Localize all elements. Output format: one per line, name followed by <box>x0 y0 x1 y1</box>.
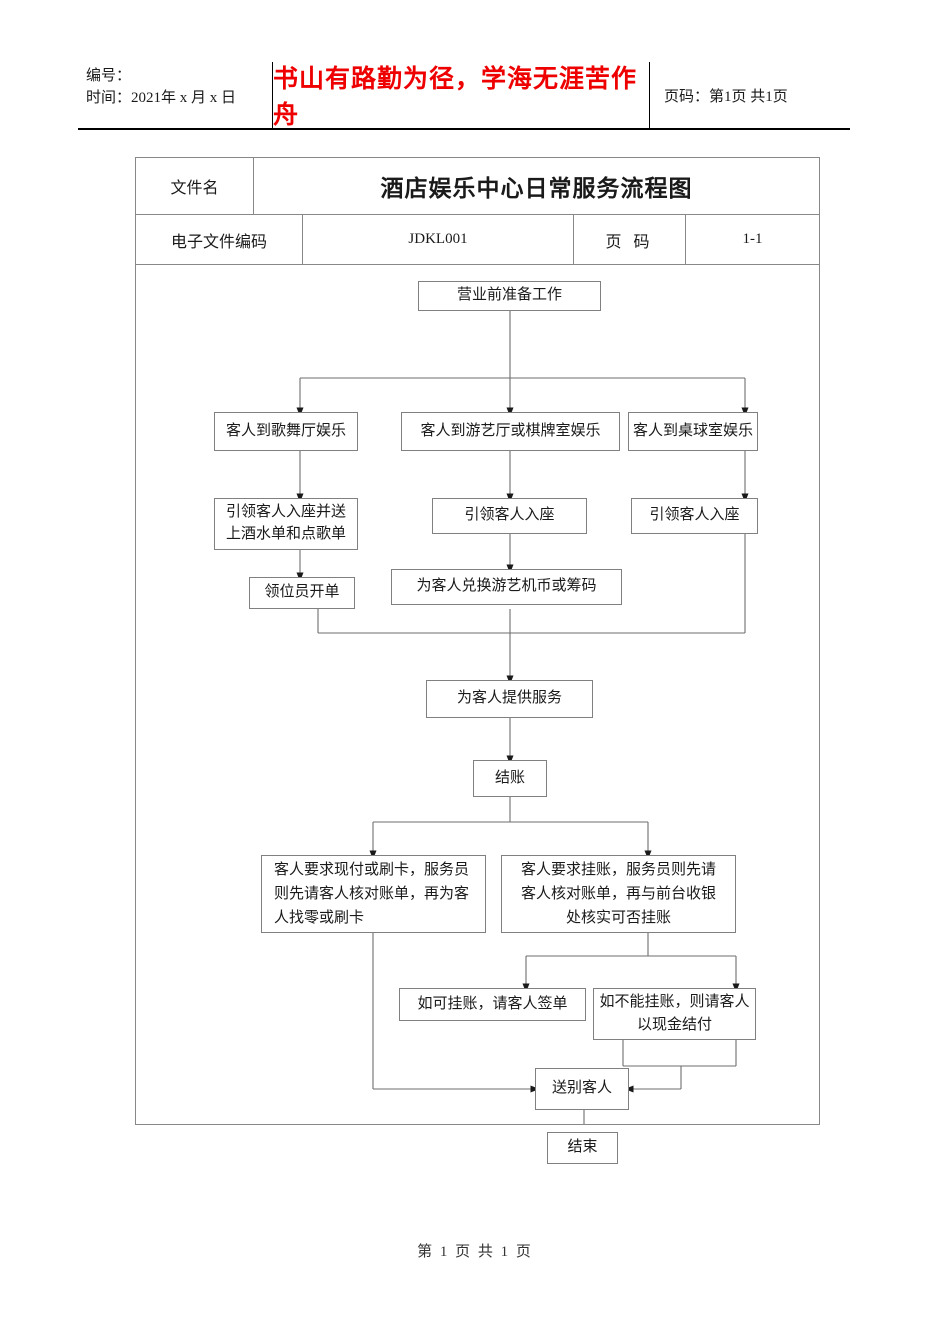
node-order-left[interactable]: 领位员开单 <box>249 577 355 609</box>
header-motto: 书山有路勤为径，学海无涯苦作舟 <box>273 62 650 129</box>
node-pay-credit[interactable]: 客人要求挂账，服务员则先请客人核对账单，再与前台收银处核实可否挂账 <box>501 855 736 933</box>
node-credit-no[interactable]: 如不能挂账，则请客人以现金结付 <box>593 988 756 1040</box>
page-header: 编号： 时间：2021年 x 月 x 日 书山有路勤为径，学海无涯苦作舟 页码：… <box>78 62 850 130</box>
code-label: 电子文件编码 <box>136 215 303 264</box>
header-time-label: 时间：2021年 x 月 x 日 <box>86 89 237 106</box>
node-start[interactable]: 营业前准备工作 <box>418 281 601 311</box>
node-branch-right[interactable]: 客人到桌球室娱乐 <box>628 412 758 451</box>
flowchart-connectors <box>296 311 749 1124</box>
node-farewell[interactable]: 送别客人 <box>535 1068 629 1110</box>
node-pay-cash[interactable]: 客人要求现付或刷卡，服务员则先请客人核对账单，再为客人找零或刷卡 <box>261 855 486 933</box>
node-seat-left[interactable]: 引领客人入座并送上酒水单和点歌单 <box>214 498 358 550</box>
node-checkout[interactable]: 结账 <box>473 760 547 797</box>
node-credit-ok[interactable]: 如可挂账，请客人签单 <box>399 988 586 1021</box>
flowchart: 营业前准备工作 客人到歌舞厅娱乐 客人到游艺厅或棋牌室娱乐 客人到桌球室娱乐 引… <box>136 266 819 1164</box>
node-exchange-mid[interactable]: 为客人兑换游艺机币或筹码 <box>391 569 622 605</box>
node-seat-mid[interactable]: 引领客人入座 <box>432 498 587 534</box>
node-seat-right[interactable]: 引领客人入座 <box>631 498 758 534</box>
header-page-info: 页码：第1页 共1页 <box>664 88 788 105</box>
page-footer: 第 1 页 共 1 页 <box>417 1244 533 1260</box>
doc-code-row: 电子文件编码 JDKL001 页 码 1-1 <box>136 215 819 265</box>
node-end[interactable]: 结束 <box>547 1132 618 1164</box>
header-number-label: 编号： <box>86 68 132 84</box>
document-title: 酒店娱乐中心日常服务流程图 <box>380 176 693 201</box>
filename-label: 文件名 <box>136 158 254 214</box>
node-branch-mid[interactable]: 客人到游艺厅或棋牌室娱乐 <box>401 412 620 451</box>
node-branch-left[interactable]: 客人到歌舞厅娱乐 <box>214 412 358 451</box>
header-meta-cell: 编号： 时间：2021年 x 月 x 日 <box>78 62 273 128</box>
code-value: JDKL001 <box>303 215 574 264</box>
node-service[interactable]: 为客人提供服务 <box>426 680 593 718</box>
page-value: 1-1 <box>742 231 763 247</box>
document-frame: 文件名 酒店娱乐中心日常服务流程图 电子文件编码 JDKL001 页 码 1-1 <box>135 157 820 1164</box>
page-label: 页 码 <box>574 215 686 264</box>
doc-title-row: 文件名 酒店娱乐中心日常服务流程图 <box>136 158 819 215</box>
